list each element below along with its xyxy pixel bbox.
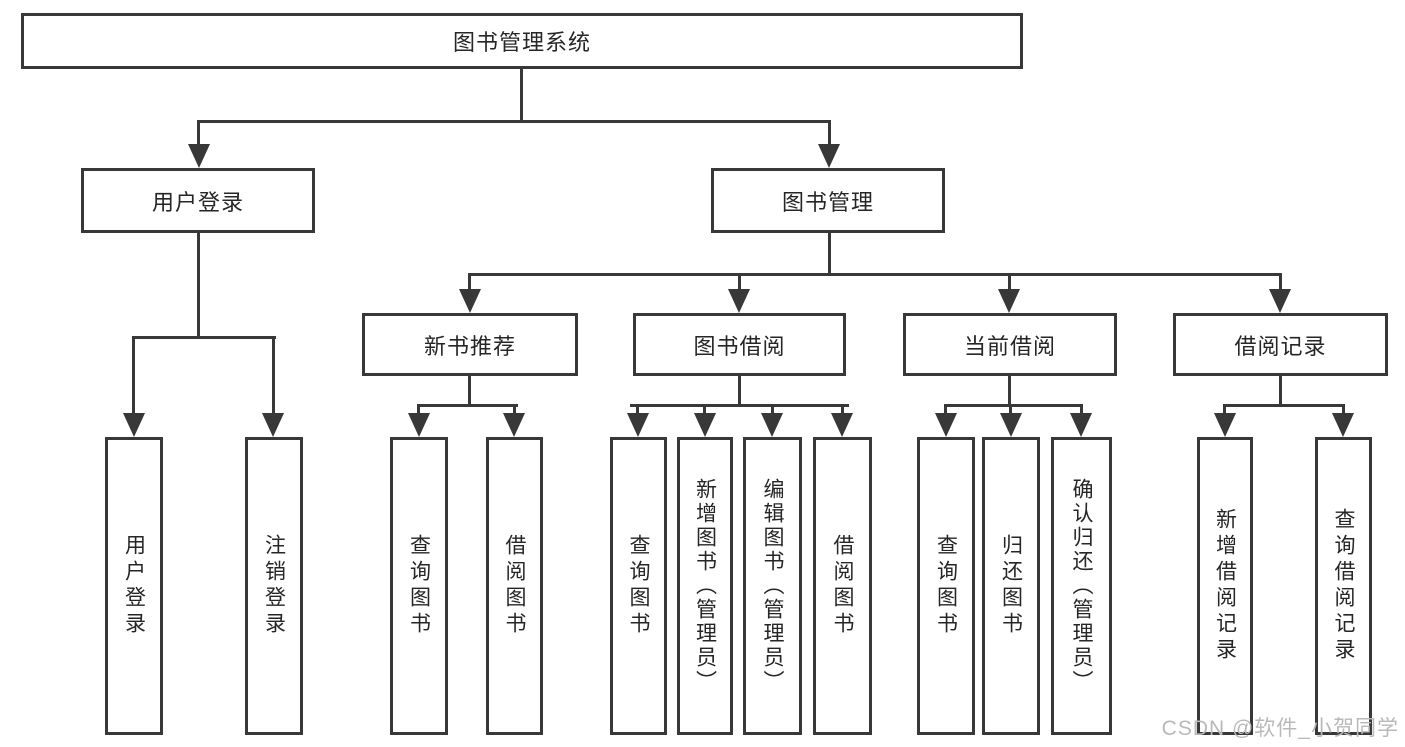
leaf-records-search-borrow-record: 查询借阅记录 xyxy=(1315,437,1372,735)
node-borrowing-records: 借阅记录 xyxy=(1173,313,1388,376)
node-book-borrowing: 图书借阅 xyxy=(633,313,846,376)
leaf-user-login: 用户登录 xyxy=(105,437,163,735)
connector-drop-leaf-logout xyxy=(272,336,275,416)
connector-drop-cb-confirm xyxy=(1080,404,1083,416)
arrowhead-bb-add xyxy=(694,413,716,437)
csdn-watermark: CSDN @软件_小贺同学 xyxy=(1161,717,1399,740)
connector-currentborrow-bar xyxy=(944,404,1083,407)
connector-drop-borrow-records xyxy=(1279,273,1282,291)
leaf-current-search-books: 查询图书 xyxy=(917,437,975,735)
arrowhead-leaf-login xyxy=(123,413,145,437)
arrowhead-new-books xyxy=(459,289,481,313)
leaf-records-add-borrow-record: 新增借阅记录 xyxy=(1197,437,1253,735)
connector-drop-br-search xyxy=(1342,404,1345,416)
connector-drop-book-borrow xyxy=(738,273,741,291)
node-new-book-recommendation: 新书推荐 xyxy=(362,313,578,376)
arrowhead-bb-edit xyxy=(761,413,783,437)
arrowhead-cb-return xyxy=(1000,413,1022,437)
connector-root-stem xyxy=(520,69,523,120)
arrowhead-bb-search xyxy=(627,413,649,437)
arrowhead-cb-confirm xyxy=(1070,413,1092,437)
connector-drop-cb-return xyxy=(1009,404,1012,416)
arrowhead-cb-search xyxy=(935,413,957,437)
leaf-current-return-books: 归还图书 xyxy=(982,437,1040,735)
connector-drop-bb-borrow xyxy=(841,404,844,416)
arrowhead-book-mgmt xyxy=(818,144,840,168)
arrowhead-current-borrow xyxy=(998,289,1020,313)
connector-records-bar xyxy=(1223,404,1345,407)
leaf-borrowing-search-books: 查询图书 xyxy=(610,437,667,735)
arrowhead-nb-borrow xyxy=(503,413,525,437)
connector-bookmgmt-stem xyxy=(828,233,831,276)
leaf-logout: 注销登录 xyxy=(245,437,303,735)
leaf-newbooks-borrow-books: 借阅图书 xyxy=(486,437,543,735)
node-root-library-management-system: 图书管理系统 xyxy=(21,13,1023,69)
connector-drop-cb-search xyxy=(944,404,947,416)
arrowhead-nb-search xyxy=(408,413,430,437)
leaf-current-confirm-return-admin: 确认归还（管理员） xyxy=(1051,437,1112,735)
connector-root-bar xyxy=(197,120,831,123)
leaf-newbooks-search-books: 查询图书 xyxy=(390,437,448,735)
connector-drop-nb-borrow xyxy=(513,404,516,416)
node-book-management: 图书管理 xyxy=(711,168,945,233)
connector-bookmgmt-bar xyxy=(468,273,1282,276)
arrowhead-bb-borrow xyxy=(831,413,853,437)
connector-currentborrow-stem xyxy=(1008,376,1011,407)
connector-bookborrow-bar xyxy=(630,404,849,407)
connector-drop-bb-add xyxy=(703,404,706,416)
connector-userlogin-stem xyxy=(197,233,200,339)
node-current-borrowing: 当前借阅 xyxy=(903,313,1117,376)
leaf-borrowing-edit-books-admin: 编辑图书（管理员） xyxy=(743,437,802,735)
arrowhead-leaf-logout xyxy=(262,413,284,437)
arrowhead-book-borrow xyxy=(728,289,750,313)
arrowhead-user-login xyxy=(188,144,210,168)
arrowhead-borrow-records xyxy=(1269,289,1291,313)
node-user-login: 用户登录 xyxy=(81,168,315,233)
connector-newbooks-stem xyxy=(468,376,471,407)
arrowhead-br-add xyxy=(1214,413,1236,437)
leaf-borrowing-add-books-admin: 新增图书（管理员） xyxy=(677,437,733,735)
arrowhead-br-search xyxy=(1332,413,1354,437)
connector-drop-book-mgmt xyxy=(828,120,831,148)
connector-records-stem xyxy=(1279,376,1282,407)
connector-drop-leaf-login xyxy=(132,336,135,416)
connector-drop-current-borrow xyxy=(1008,273,1011,291)
connector-bookborrow-stem xyxy=(738,376,741,407)
connector-drop-new-books xyxy=(468,273,471,291)
connector-drop-user-login xyxy=(197,120,200,148)
connector-drop-bb-edit xyxy=(771,404,774,416)
connector-drop-bb-search xyxy=(636,404,639,416)
connector-drop-nb-search xyxy=(417,404,420,416)
connector-drop-br-add xyxy=(1223,404,1226,416)
connector-userlogin-bar xyxy=(132,336,276,339)
connector-newbooks-bar xyxy=(417,404,518,407)
leaf-borrowing-borrow-books: 借阅图书 xyxy=(813,437,872,735)
